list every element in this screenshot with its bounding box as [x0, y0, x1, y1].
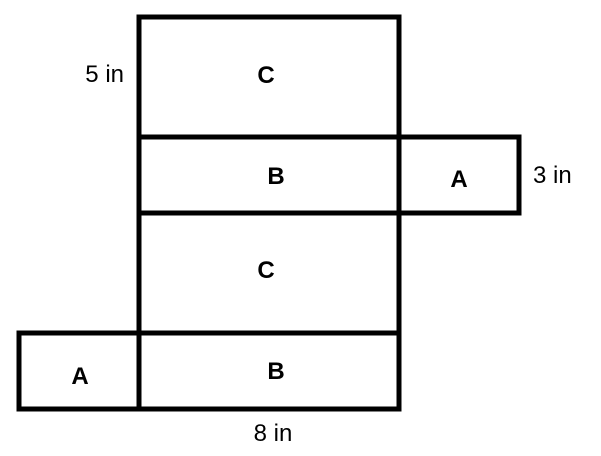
dimension-height-label: 5 in: [85, 61, 124, 88]
face-b-lower-label: B: [267, 358, 284, 385]
face-c-top: [136, 14, 402, 140]
face-c-top-label: C: [257, 62, 274, 89]
face-a-right-label: A: [450, 166, 467, 193]
dimension-depth-label: 3 in: [533, 162, 572, 189]
dimension-width-label: 8 in: [254, 420, 293, 447]
face-c-middle-label: C: [257, 257, 274, 284]
face-c-middle: [136, 210, 402, 336]
face-a-left: [16, 330, 142, 412]
face-a-left-label: A: [71, 363, 88, 390]
face-a-right: [396, 134, 522, 216]
face-b-lower: [136, 330, 402, 412]
face-b-upper-label: B: [267, 163, 284, 190]
